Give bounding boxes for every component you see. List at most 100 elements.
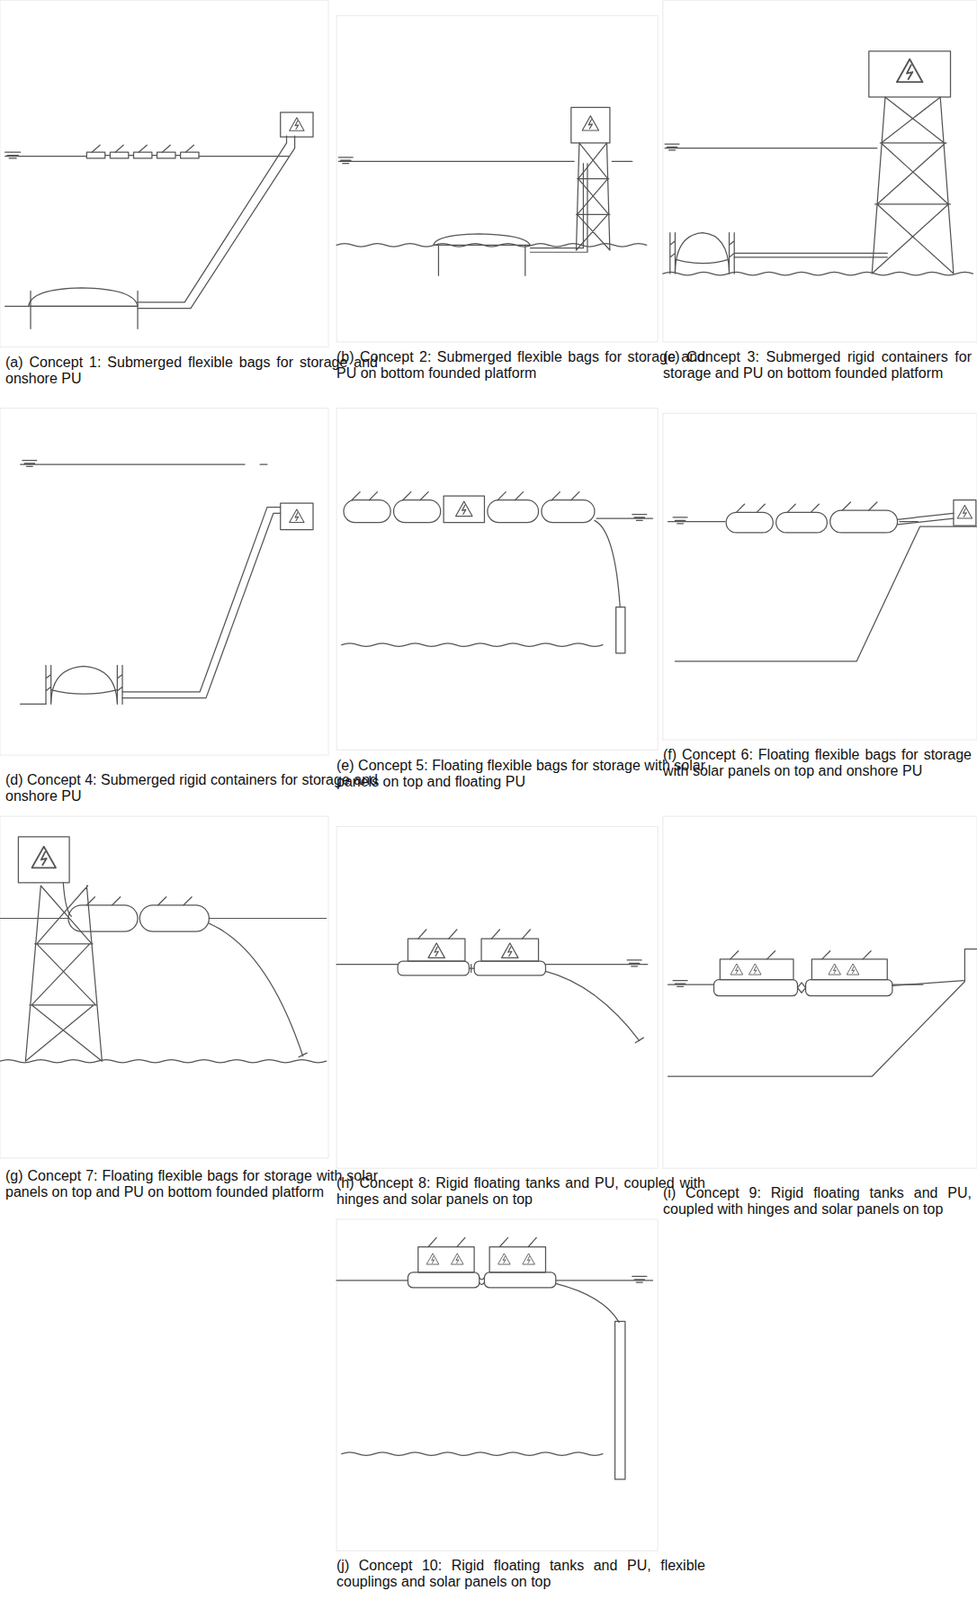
concept-9-sketch-part (811, 959, 888, 980)
concept-6-sketch-part (668, 517, 919, 524)
concept-3-sketch-part (663, 271, 974, 275)
concept-6-sketch-part (953, 500, 977, 526)
concept-8-sketch-part (468, 964, 475, 973)
panel-frames-part (336, 408, 658, 751)
concept-8-sketch-part (474, 960, 546, 976)
concept-2-sketch-part (529, 163, 587, 253)
concept-8-sketch-part (418, 929, 531, 939)
figure-caption: (a) Concept 1: Submerged flexible bags f… (5, 354, 378, 388)
figure-caption: (c) Concept 3: Submerged rigid container… (663, 349, 972, 383)
concept-8-sketch-part (545, 970, 644, 1042)
concept-1-sketch-part (91, 144, 194, 153)
concept-5-sketch-part (341, 643, 603, 646)
concept-10-sketch-part (428, 1236, 537, 1246)
concept-4-sketch-part (45, 664, 123, 704)
concept-7-sketch-part (0, 917, 327, 919)
concept-6-sketch-part (726, 511, 773, 533)
concept-3-sketch (663, 51, 974, 276)
concept-4-sketch (20, 460, 314, 705)
figure-caption: (d) Concept 4: Submerged rigid container… (5, 771, 378, 806)
concept-5-sketch-part (596, 514, 653, 521)
concept-5-sketch-part (343, 500, 391, 523)
concept-2-sketch-part (338, 157, 632, 164)
panel-frames-part (336, 15, 658, 342)
concept-9-sketch-part (828, 963, 841, 975)
panel-frames-part (0, 0, 329, 347)
panel-frames-part (663, 0, 977, 342)
concept-7-sketch-part (86, 896, 192, 906)
concept-6-sketch (668, 500, 977, 662)
concept-6-sketch-part (674, 526, 977, 662)
concept-5-sketch-part (456, 501, 473, 516)
concept-5-sketch (341, 492, 654, 654)
concept-9-sketch-part (892, 980, 964, 986)
concept-10-sketch-part (484, 1272, 556, 1288)
concept-7-sketch-part (68, 905, 138, 932)
figure-caption: (h) Concept 8: Rigid floating tanks and … (336, 1174, 706, 1209)
panel-frames-part (663, 815, 977, 1168)
concept-6-sketch-part (735, 501, 877, 512)
concept-1-sketch-part (28, 287, 138, 306)
concept-9-sketch-part (730, 950, 871, 960)
concept-5-sketch-part (594, 519, 620, 607)
concept-3-sketch-part (674, 233, 729, 272)
concept-2-sketch-part (575, 143, 610, 251)
figure-caption: (f) Concept 6: Floating flexible bags fo… (663, 746, 972, 780)
concept-10-sketch-part (336, 1275, 653, 1282)
concept-4-sketch-part (122, 507, 281, 699)
concept-10-sketch-part (418, 1246, 475, 1273)
concept-9-sketch-part (668, 949, 977, 1077)
concept-6-sketch-part (776, 511, 828, 533)
concept-10-sketch-part (341, 1452, 603, 1455)
concept-5-sketch-part (487, 500, 539, 523)
concept-1-sketch-part (280, 112, 314, 137)
concept-7-sketch-part (0, 1059, 327, 1063)
concept-10-sketch-part (407, 1272, 479, 1288)
concept-9-sketch-part (797, 982, 806, 993)
concept-5-sketch-part (616, 607, 626, 654)
concept-1-sketch-part (5, 290, 138, 329)
concept-6-sketch-part (897, 512, 954, 524)
concept-4-sketch-part (20, 460, 268, 467)
figure-caption: (b) Concept 2: Submerged flexible bags f… (336, 349, 706, 383)
concept-8-sketch-part (501, 942, 519, 958)
concept-3-sketch-part (734, 252, 888, 258)
concept-9-sketch-part (719, 959, 794, 980)
concept-7-sketch-part (208, 923, 307, 1058)
concept-8-sketch-part (397, 960, 469, 976)
concept-3-sketch-part (664, 143, 878, 151)
concept-9-sketch-part (730, 963, 743, 975)
concept-10-sketch-part (489, 1246, 546, 1273)
concept-8-sketch-part (407, 938, 465, 961)
concept-5-sketch-part (394, 500, 441, 523)
concept-10-sketch-part (498, 1253, 511, 1264)
concept-9-sketch-part (749, 963, 762, 975)
figure-caption: (j) Concept 10: Rigid floating tanks and… (336, 1557, 706, 1591)
concept-6-sketch-part (830, 510, 898, 533)
concept-4-sketch-part (20, 703, 46, 705)
concept-2-sketch-part (433, 233, 531, 276)
concept-7-sketch-part (25, 885, 102, 1061)
concept-9-sketch-part (806, 979, 893, 996)
concept-10-sketch-part (555, 1282, 619, 1322)
concept-2-sketch (336, 107, 647, 276)
concept-6-sketch-part (957, 504, 972, 519)
concept-5-sketch-part (443, 495, 485, 522)
concept-3-sketch-part (670, 233, 735, 274)
concept-10-sketch (336, 1236, 653, 1479)
concept-10-sketch-part (427, 1253, 440, 1264)
panel-frames (0, 0, 977, 1551)
concept-8-sketch-part (481, 938, 538, 961)
concept-1-sketch-part (137, 135, 296, 309)
concept-9-sketch-part (847, 963, 860, 975)
panel-frames-part (336, 825, 658, 1168)
figure-caption: (e) Concept 5: Floating flexible bags fo… (336, 757, 706, 791)
concept-8-sketch (336, 929, 648, 1043)
concept-9-sketch-part (668, 980, 924, 987)
figure-caption: (i) Concept 9: Rigid floating tanks and … (663, 1184, 972, 1219)
concept-5-sketch-part (351, 492, 580, 501)
concept-1-sketch-part (5, 152, 289, 159)
concept-7-sketch-part (139, 905, 209, 932)
